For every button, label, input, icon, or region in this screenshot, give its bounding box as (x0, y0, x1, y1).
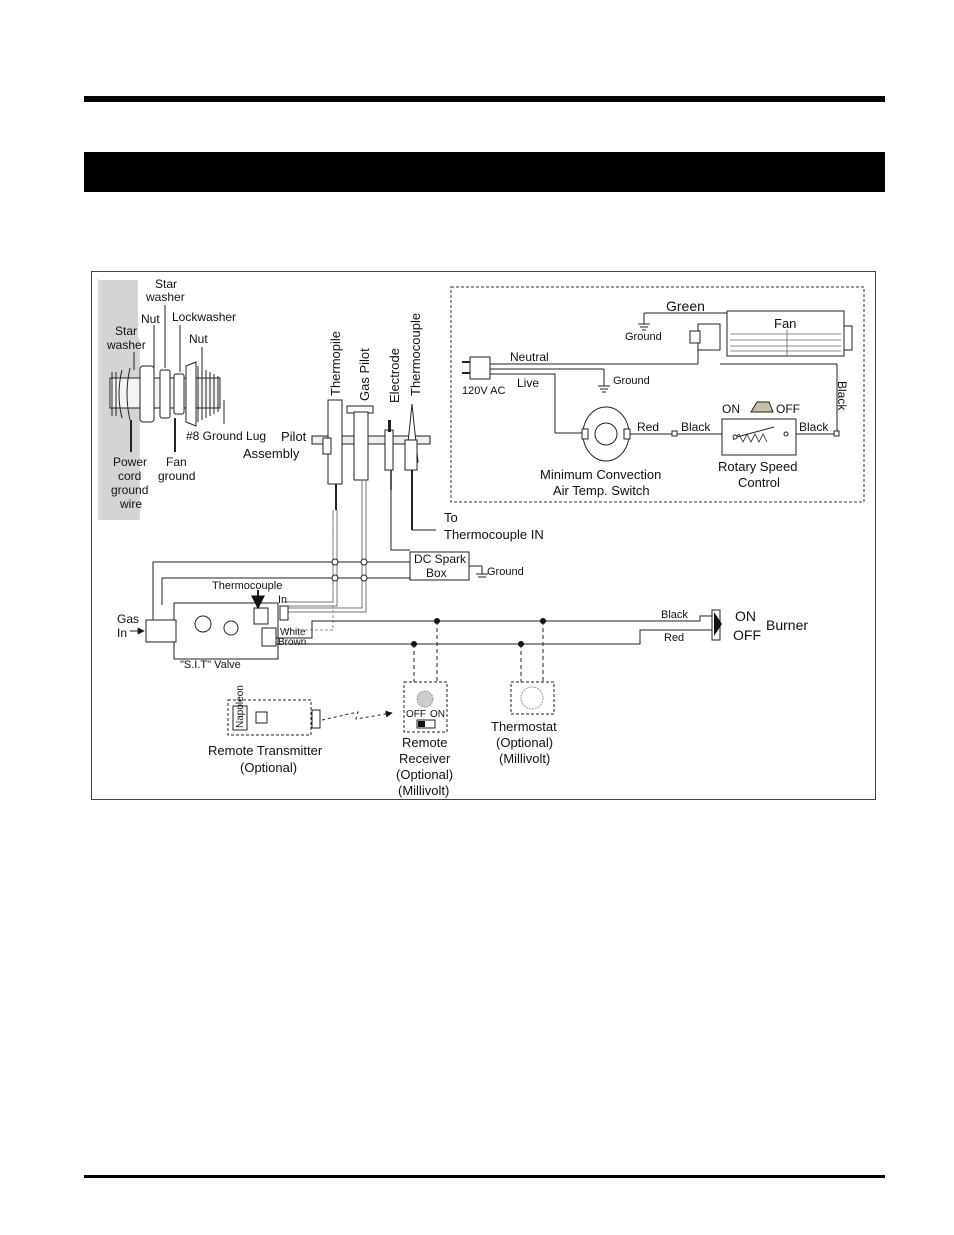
transmitter-badge: Napoleon (235, 685, 246, 728)
live-label: Live (517, 376, 539, 390)
thermostat-label-2: (Optional) (496, 735, 553, 750)
electrode-label: Electrode (387, 348, 402, 403)
power-cord-label-2: cord (118, 469, 141, 483)
lockwasher-label: Lockwasher (172, 310, 236, 324)
pilot-assembly-label-1: Pilot (281, 429, 307, 444)
fan-ground-wire-label: Ground (625, 331, 662, 343)
star-washer-2-label-1: Star (155, 277, 177, 291)
black-burner-wire-label: Black (661, 609, 688, 621)
fan-ground-label-1: Fan (166, 455, 187, 469)
gas-in-label-2: In (117, 626, 127, 640)
black-wire-label-2: Black (799, 420, 829, 434)
gas-in-label-1: Gas (117, 612, 139, 626)
brown-wire-label: Brown (278, 637, 306, 648)
fan-ground-label-2: ground (158, 469, 195, 483)
gas-pilot-label: Gas Pilot (357, 348, 372, 401)
power-cord-label-4: wire (119, 497, 142, 511)
bottom-rule (84, 1175, 885, 1178)
rotary-label-1: Rotary Speed (718, 459, 798, 474)
burner-on-label: ON (735, 608, 756, 624)
receiver-on-label: ON (430, 709, 445, 720)
spark-ground-label: Ground (487, 566, 524, 578)
transmitter-label-2: (Optional) (240, 760, 297, 775)
black-vertical-label: Black (835, 381, 849, 411)
to-thermocouple-label-2: Thermocouple IN (444, 527, 544, 542)
to-thermocouple-label-1: To (444, 510, 458, 525)
green-wire-label: Green (666, 298, 705, 314)
switch-label-1: Minimum Convection (540, 467, 661, 482)
red-burner-wire-label: Red (664, 632, 684, 644)
burner-label: Burner (766, 617, 808, 633)
nut-1-label: Nut (141, 312, 160, 326)
thermostat-label-3: (Millivolt) (499, 751, 550, 766)
tc-in-label-2: In (278, 594, 287, 606)
thermostat-label-1: Thermostat (491, 719, 557, 734)
pilot-assembly-label-2: Assembly (243, 446, 300, 461)
rotary-label-2: Control (738, 475, 780, 490)
pilot-assembly: Pilot Assembly Thermopile Gas Pilot Elec… (243, 313, 544, 542)
spark-box-label-1: DC Spark (414, 552, 467, 566)
star-washer-1-label-2: washer (106, 338, 146, 352)
diagram-frame (91, 271, 876, 800)
receiver-label-2: Receiver (399, 751, 451, 766)
ground-lug-label: #8 Ground Lug (186, 429, 266, 443)
burner-off-label: OFF (733, 627, 761, 643)
thermopile-label: Thermopile (328, 331, 343, 396)
star-washer-1-label-1: Star (115, 324, 137, 338)
rotary-on-label: ON (722, 402, 740, 416)
valve-wiring: DC Spark Box Ground Thermocouple In Gas … (117, 480, 712, 682)
grounding-hardware: Star washer Nut Lockwasher Star washer N… (98, 277, 266, 520)
switch-label-2: Air Temp. Switch (553, 483, 650, 498)
tc-in-label-1: Thermocouple (212, 580, 282, 592)
burner-switch: ON OFF Burner (711, 608, 808, 643)
power-cord-label-1: Power (113, 455, 147, 469)
thermocouple-label: Thermocouple (408, 313, 423, 396)
receiver-label-3: (Optional) (396, 767, 453, 782)
star-washer-2-label-2: washer (145, 290, 185, 304)
power-cord-label-3: ground (111, 483, 148, 497)
section-title-bar (84, 152, 885, 192)
accessories: Napoleon Remote Transmitter (Optional) O… (208, 681, 557, 798)
transmitter-label-1: Remote Transmitter (208, 743, 323, 758)
plug-ground-label: Ground (613, 375, 650, 387)
valve-name-label: "S.I.T" Valve (180, 659, 241, 671)
top-rule (84, 96, 885, 102)
nut-2-label: Nut (189, 332, 208, 346)
fan-circuit: Fan Green Ground 120V AC Neutral Ground … (450, 286, 865, 503)
receiver-off-label: OFF (406, 709, 426, 720)
fan-label: Fan (774, 316, 796, 331)
black-wire-label-1: Black (681, 420, 711, 434)
rotary-off-label: OFF (776, 402, 800, 416)
neutral-label: Neutral (510, 350, 549, 364)
red-wire-label: Red (637, 420, 659, 434)
ac-label: 120V AC (462, 385, 505, 397)
white-wire-label: White (280, 627, 306, 638)
receiver-label-4: (Millivolt) (398, 783, 449, 798)
receiver-label-1: Remote (402, 735, 448, 750)
spark-box-label-2: Box (426, 566, 447, 580)
